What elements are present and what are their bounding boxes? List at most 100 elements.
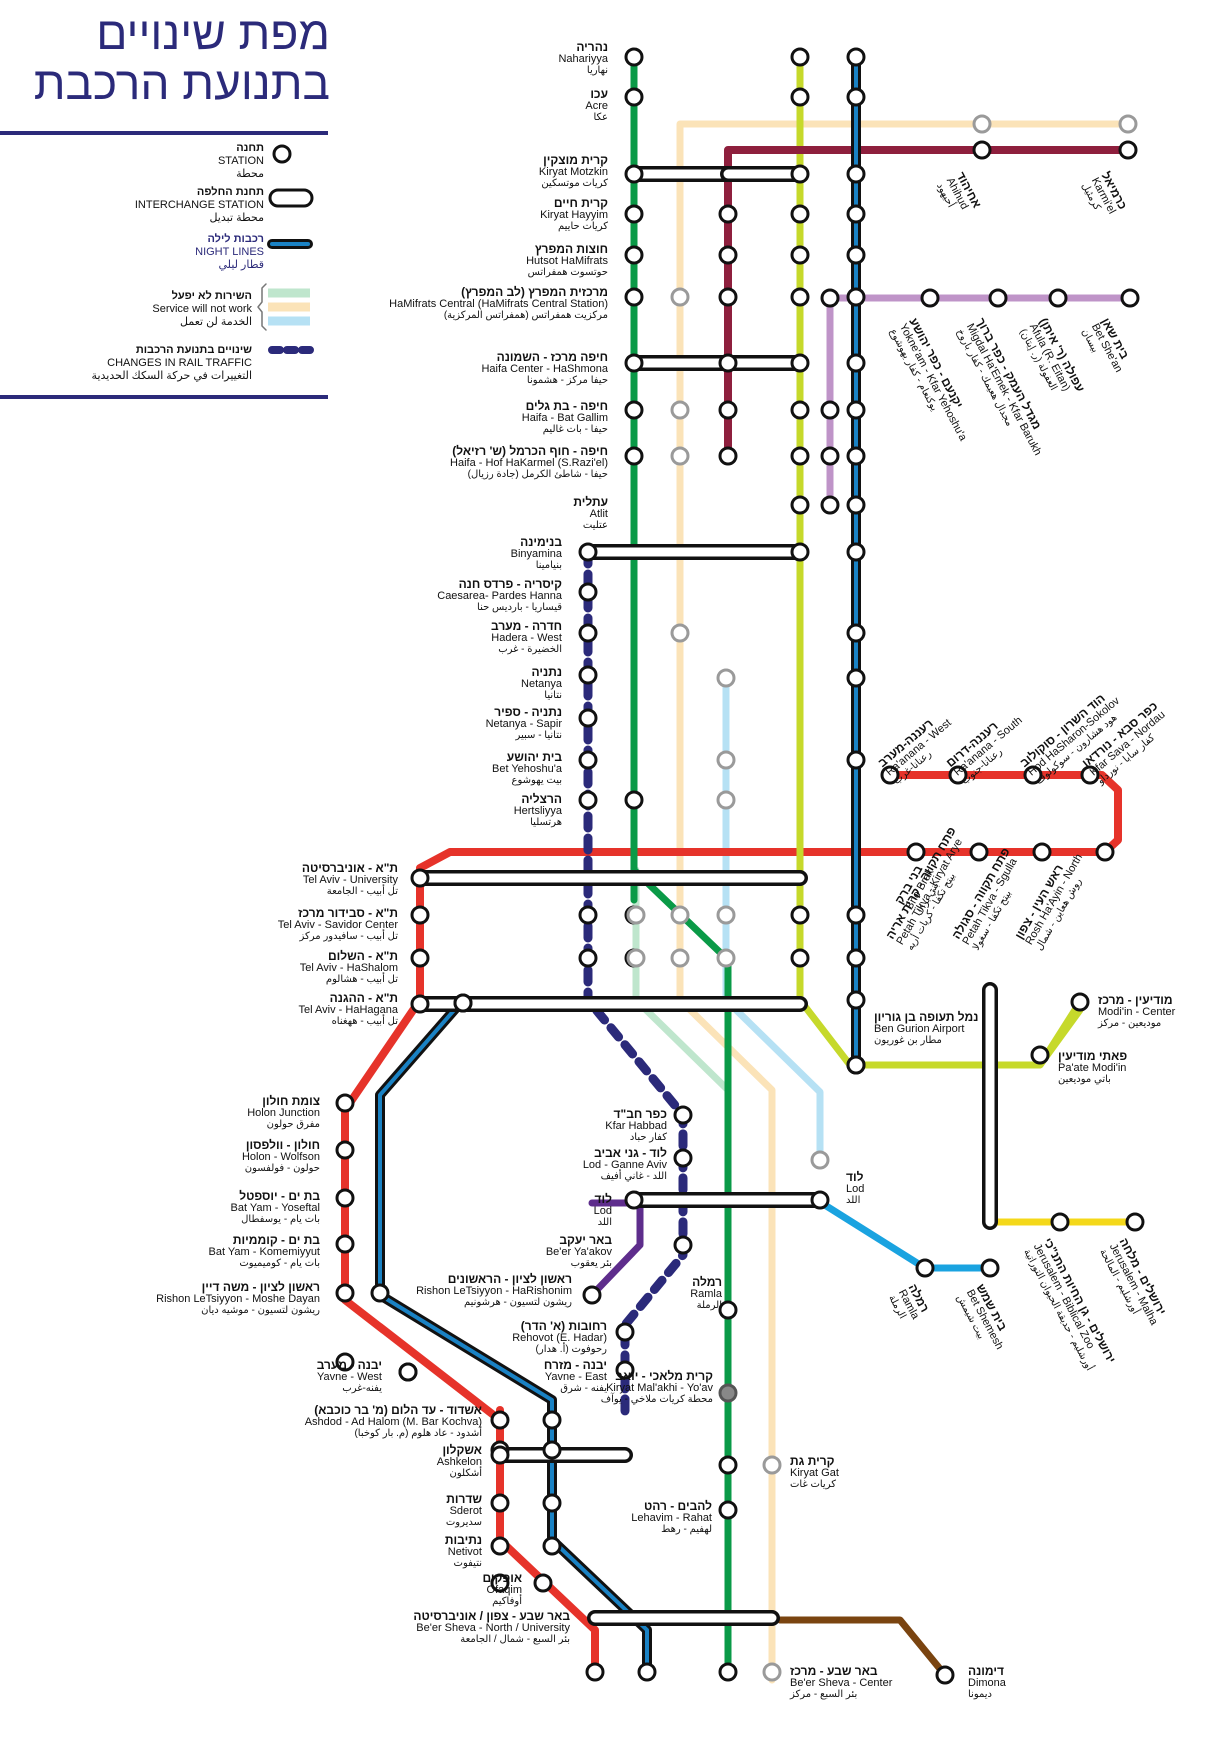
station-cream-beer-sheva-center[interactable]: [762, 1662, 782, 1682]
station-ashkelon[interactable]: [490, 1445, 510, 1465]
station-night-b3[interactable]: [542, 1536, 562, 1556]
station-green-2[interactable]: [624, 164, 644, 184]
station-night-11[interactable]: [846, 623, 866, 643]
station-night-3[interactable]: [846, 204, 866, 224]
station-cream-1[interactable]: [670, 400, 690, 420]
station-coastal-6[interactable]: [578, 790, 598, 810]
station-night-6[interactable]: [846, 353, 866, 373]
station-olive-2[interactable]: [790, 164, 810, 184]
station-olive-1[interactable]: [790, 87, 810, 107]
station-raanana-south[interactable]: [948, 765, 968, 785]
station-kfar-habbad[interactable]: [673, 1105, 693, 1125]
station-coastal-3[interactable]: [578, 665, 598, 685]
station-red-ta-2[interactable]: [410, 948, 430, 968]
station-night-4[interactable]: [846, 245, 866, 265]
station-yavne-west[interactable]: [398, 1362, 418, 1382]
station-olive-s1[interactable]: [790, 948, 810, 968]
station-red-s1[interactable]: [335, 1140, 355, 1160]
station-green-kiryat-gat[interactable]: [718, 1455, 738, 1475]
station-red-bsn[interactable]: [585, 1662, 605, 1682]
station-night-12[interactable]: [846, 668, 866, 688]
station-lehavim[interactable]: [718, 1500, 738, 1520]
station-night-1[interactable]: [846, 87, 866, 107]
station-lilac-e1[interactable]: [988, 288, 1008, 308]
station-cream-s1[interactable]: [670, 948, 690, 968]
station-cream-0[interactable]: [670, 287, 690, 307]
station-lilac-e3[interactable]: [1120, 288, 1140, 308]
station-beer-yaakov[interactable]: [673, 1235, 693, 1255]
station-night-10[interactable]: [846, 542, 866, 562]
station-olive-5[interactable]: [790, 287, 810, 307]
station-ashdod[interactable]: [490, 1410, 510, 1430]
station-night-7[interactable]: [846, 400, 866, 420]
station-night-9[interactable]: [846, 495, 866, 515]
station-coastal-7[interactable]: [578, 905, 598, 925]
station-ahihud[interactable]: [972, 140, 992, 160]
station-maroon-2[interactable]: [718, 287, 738, 307]
station-night-14[interactable]: [846, 905, 866, 925]
station-karmiel[interactable]: [1118, 140, 1138, 160]
station-night-13[interactable]: [846, 750, 866, 770]
station-lightblue-3[interactable]: [716, 905, 736, 925]
station-green-6[interactable]: [624, 353, 644, 373]
station-ramla-green[interactable]: [718, 1300, 738, 1320]
station-lightblue-0[interactable]: [716, 668, 736, 688]
station-rosh-haayin[interactable]: [1095, 842, 1115, 862]
station-lilac-0[interactable]: [820, 288, 840, 308]
station-raanana-west[interactable]: [880, 765, 900, 785]
station-kfar-sava[interactable]: [1080, 765, 1100, 785]
station-red-s3[interactable]: [335, 1234, 355, 1254]
station-green-7[interactable]: [624, 400, 644, 420]
station-lightblue-1[interactable]: [716, 750, 736, 770]
station-night-b0[interactable]: [542, 1410, 562, 1430]
station-ben-gurion[interactable]: [846, 1055, 866, 1075]
station-coastal-2[interactable]: [578, 623, 598, 643]
station-petah-arye[interactable]: [969, 842, 989, 862]
station-lilac-0[interactable]: [820, 400, 840, 420]
station-olive-4[interactable]: [790, 245, 810, 265]
station-green-3[interactable]: [624, 204, 644, 224]
station-green-0[interactable]: [624, 47, 644, 67]
station-red-ofakim[interactable]: [533, 1573, 553, 1593]
station-night-8[interactable]: [846, 446, 866, 466]
station-olive-6[interactable]: [790, 353, 810, 373]
station-hod-hasharon[interactable]: [1023, 765, 1043, 785]
station-lilac-1[interactable]: [820, 446, 840, 466]
station-night-b2[interactable]: [542, 1493, 562, 1513]
station-red-s0[interactable]: [335, 1093, 355, 1113]
station-kiryat-malakhi[interactable]: [718, 1383, 738, 1403]
station-olive-3[interactable]: [790, 204, 810, 224]
station-maroon-0[interactable]: [718, 204, 738, 224]
station-red-b2[interactable]: [490, 1536, 510, 1556]
station-olive-s0[interactable]: [790, 905, 810, 925]
station-cream-3[interactable]: [670, 623, 690, 643]
station-lod-ganne-aviv[interactable]: [673, 1148, 693, 1168]
station-maroon-5[interactable]: [718, 446, 738, 466]
station-cream-s0[interactable]: [670, 905, 690, 925]
station-night-modiin-line[interactable]: [453, 993, 473, 1013]
station-green-8[interactable]: [624, 446, 644, 466]
station-ramla-east[interactable]: [915, 1258, 935, 1278]
station-night-0[interactable]: [846, 47, 866, 67]
station-night-s1[interactable]: [370, 1283, 390, 1303]
station-night-15[interactable]: [846, 948, 866, 968]
station-night-16[interactable]: [846, 990, 866, 1010]
station-green-bs[interactable]: [718, 1662, 738, 1682]
station-green-5[interactable]: [624, 287, 644, 307]
station-red-s2[interactable]: [335, 1188, 355, 1208]
station-petah-segula[interactable]: [1032, 842, 1052, 862]
station-olive-9[interactable]: [790, 495, 810, 515]
station-red-s5[interactable]: [335, 1352, 355, 1372]
station-coastal-8[interactable]: [578, 948, 598, 968]
station-red-ta-0[interactable]: [410, 868, 430, 888]
station-yavne-east[interactable]: [615, 1360, 635, 1380]
station-lightblue-lod[interactable]: [810, 1150, 830, 1170]
station-dimona[interactable]: [935, 1665, 955, 1685]
station-olive-8[interactable]: [790, 446, 810, 466]
station-jerusalem-zoo[interactable]: [1050, 1212, 1070, 1232]
station-green-1[interactable]: [624, 87, 644, 107]
station-red-s4[interactable]: [335, 1283, 355, 1303]
station-red-ta-1[interactable]: [410, 905, 430, 925]
station-cream-kiryat-gat[interactable]: [762, 1455, 782, 1475]
station-green-4[interactable]: [624, 245, 644, 265]
